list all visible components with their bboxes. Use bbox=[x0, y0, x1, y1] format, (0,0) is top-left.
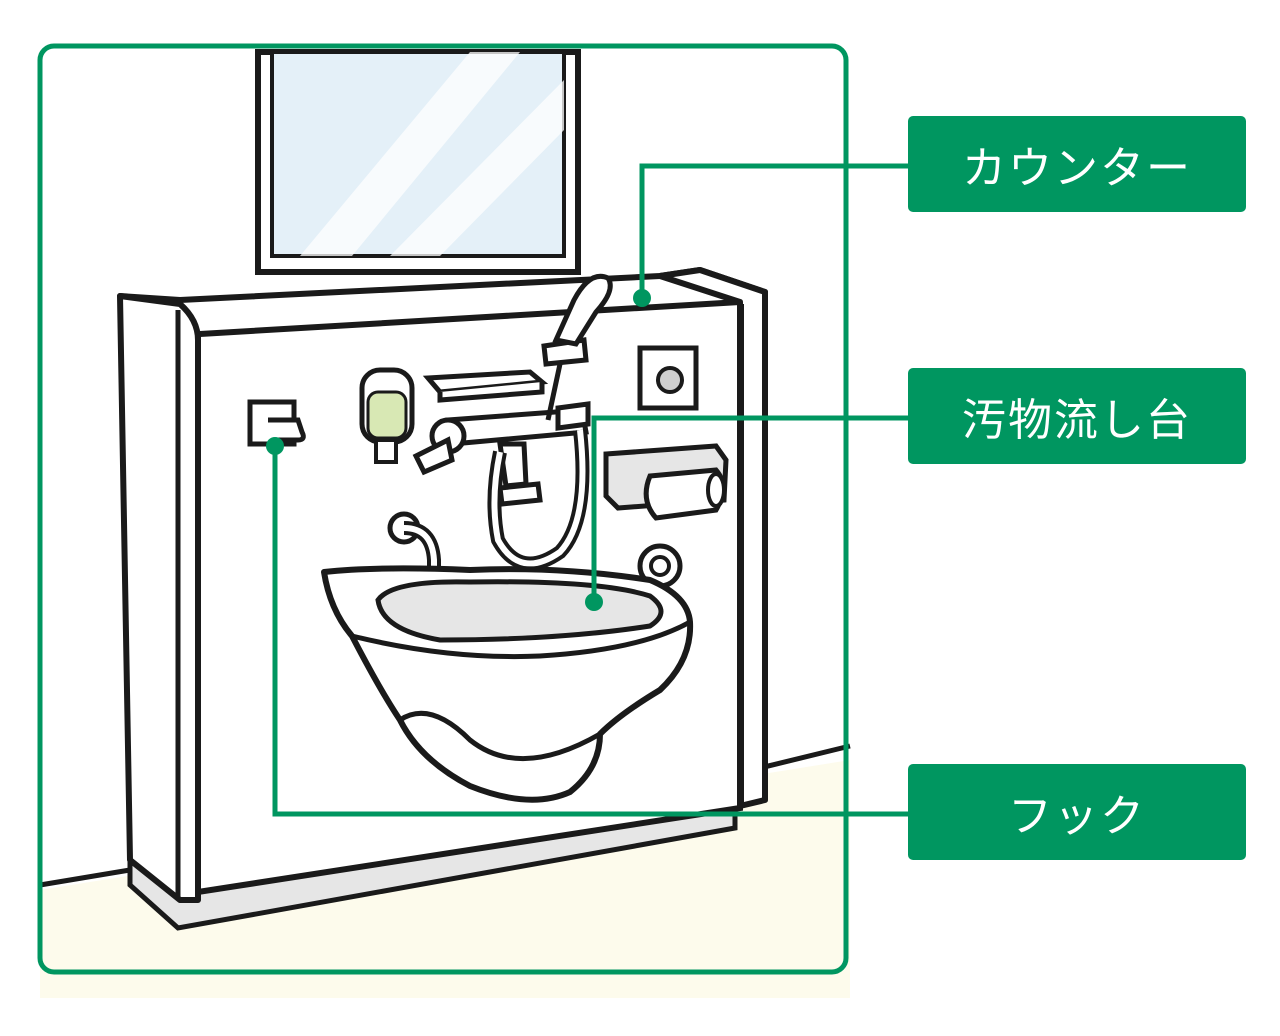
wall-floor-line bbox=[39, 743, 851, 888]
leader-lines bbox=[272, 163, 910, 817]
hand-shower bbox=[487, 273, 613, 571]
label-hook: フック bbox=[908, 764, 1246, 860]
drain-tap bbox=[387, 511, 441, 576]
marker-sink bbox=[585, 593, 603, 611]
drain-fitting bbox=[637, 543, 683, 589]
mirror bbox=[255, 49, 581, 275]
marker-hook bbox=[266, 437, 284, 455]
hook bbox=[247, 399, 306, 447]
sink-basin bbox=[321, 565, 694, 803]
paper-holder bbox=[603, 443, 729, 521]
leader-line-hook bbox=[272, 446, 910, 817]
marker-counter bbox=[633, 289, 651, 307]
flush-button bbox=[637, 345, 699, 411]
frame bbox=[37, 43, 849, 975]
leader-line-counter bbox=[639, 163, 910, 298]
label-hook-text: フック bbox=[1008, 791, 1146, 842]
label-sink: 汚物流し台 bbox=[908, 368, 1246, 464]
leader-line-sink bbox=[591, 415, 910, 602]
label-counter: カウンター bbox=[908, 116, 1246, 212]
label-counter-text: カウンター bbox=[962, 143, 1192, 194]
soap-dispenser bbox=[359, 367, 415, 464]
label-sink-text: 汚物流し台 bbox=[962, 395, 1192, 446]
left-side-panel bbox=[117, 293, 201, 903]
